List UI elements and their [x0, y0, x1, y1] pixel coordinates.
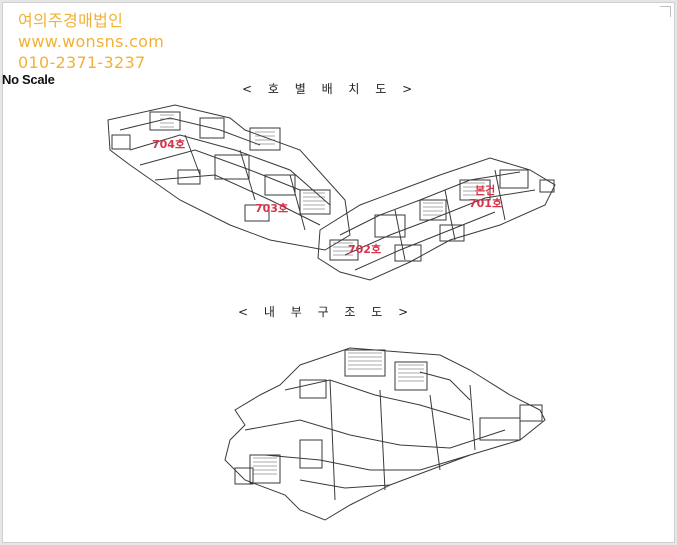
fixture-hatching — [160, 114, 485, 475]
unit-layout-plan-right-wing — [317, 157, 556, 281]
watermark-website: www.wonsns.com — [18, 32, 165, 51]
unit-label-702: 702호 — [348, 243, 382, 256]
interior-plan — [224, 347, 546, 521]
unit-layout-plan-left-wing — [107, 104, 351, 251]
watermark-company: 여의주경매법인 — [18, 11, 124, 30]
subject-unit-label: 본건 — [475, 184, 496, 197]
unit-label-701: 701호 — [469, 197, 503, 210]
unit-label-704: 704호 — [152, 138, 186, 151]
frame-corner — [660, 6, 671, 17]
interior-title: < 내 부 구 조 도 > — [238, 305, 415, 319]
scale-note: No Scale — [2, 72, 55, 87]
unit-layout-title: < 호 별 배 치 도 > — [242, 82, 419, 96]
watermark: 여의주경매법인 www.wonsns.com 010-2371-3237 — [18, 10, 164, 73]
watermark-phone: 010-2371-3237 — [18, 53, 146, 72]
unit-label-703: 703호 — [255, 202, 289, 215]
